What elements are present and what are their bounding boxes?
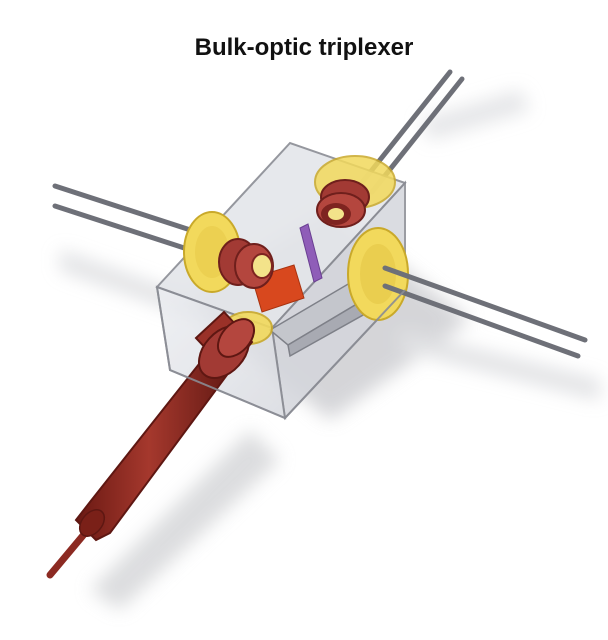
left-photodiode bbox=[218, 238, 274, 289]
diagram-title: Bulk-optic triplexer bbox=[194, 34, 414, 61]
purple-filter bbox=[299, 223, 323, 283]
housing-front-edges bbox=[156, 286, 406, 420]
top-photodiode bbox=[316, 179, 370, 228]
fiber-pigtail bbox=[46, 310, 256, 579]
fiber-right bbox=[382, 265, 588, 359]
